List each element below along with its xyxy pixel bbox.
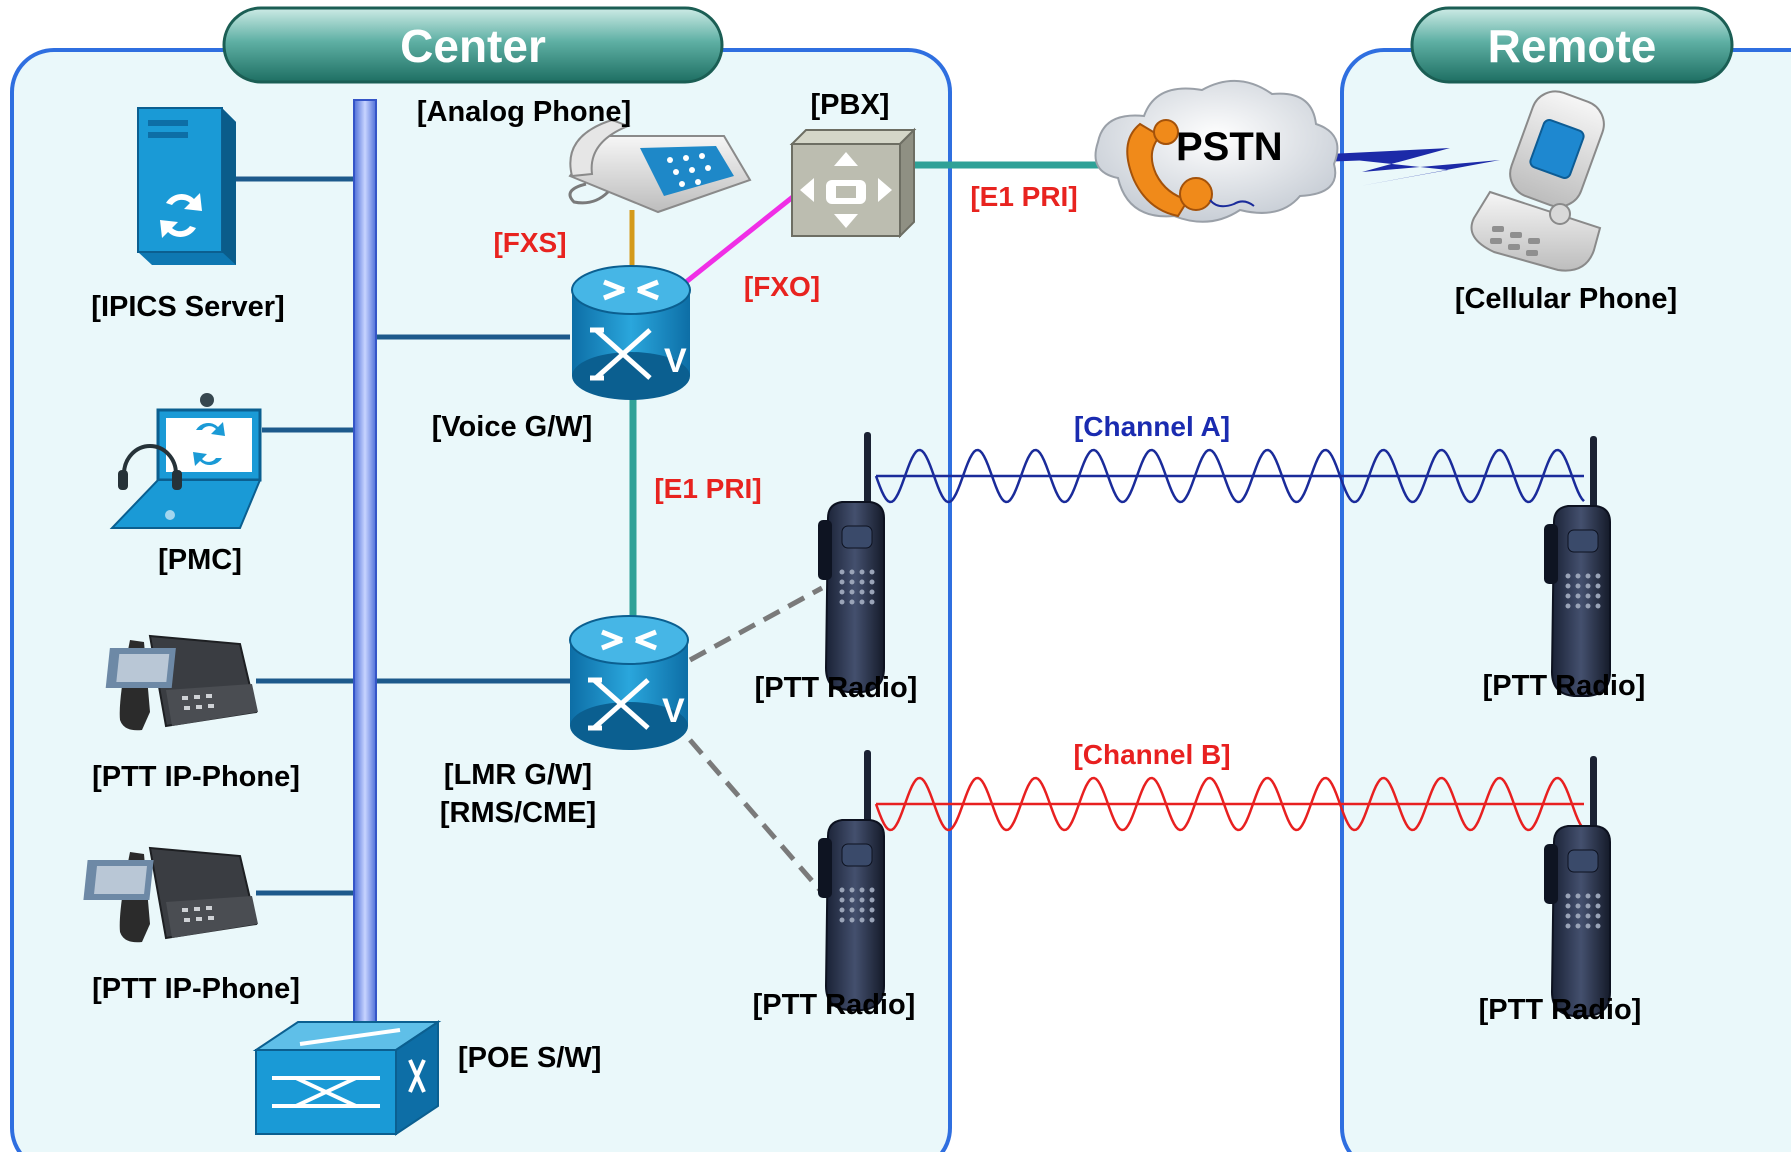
fxo-link [684, 194, 796, 284]
voice-gateway-icon: V [571, 265, 691, 400]
remote-title: Remote [1488, 20, 1657, 72]
pbx-label: [PBX] [811, 89, 890, 121]
remote-tab: Remote [1410, 6, 1734, 84]
ptt-radio-label-center-1: [PTT Radio] [755, 672, 918, 704]
pmc-label: [PMC] [158, 544, 242, 576]
ptt-radio-label-center-2: [PTT Radio] [753, 989, 916, 1021]
channel-a-label: [Channel A] [1074, 411, 1230, 442]
radio-dashed-links [688, 585, 824, 892]
lmr-gateway-icon: V [569, 615, 689, 750]
cellular-phone-icon [1470, 90, 1605, 272]
ptt-radio-icon-center-1 [818, 432, 885, 693]
svg-text:V: V [662, 692, 685, 730]
ipics-server-label: [IPICS Server] [91, 291, 284, 323]
lan-links [236, 176, 570, 896]
fxs-label: [FXS] [493, 227, 566, 258]
analog-phone-label: [Analog Phone] [417, 96, 631, 128]
channel-b-wave [874, 776, 1585, 832]
ip-phone-icon-1 [105, 634, 258, 731]
ptt-ip-phone-label-2: [PTT IP-Phone] [92, 973, 300, 1005]
ptt-radio-label-remote-2: [PTT Radio] [1479, 994, 1642, 1026]
lmr-gateway-label-2: [RMS/CME] [440, 797, 596, 829]
ipics-server-icon [137, 107, 236, 265]
pbx-icon [789, 127, 917, 239]
channel-a-wave [874, 448, 1585, 504]
voice-gateway-label: [Voice G/W] [432, 411, 593, 443]
center-tab: Center [222, 6, 724, 84]
ptt-radio-icon-remote-2 [1544, 756, 1611, 1017]
center-title: Center [400, 20, 546, 72]
poe-switch-label: [POE S/W] [458, 1042, 601, 1074]
e1-pri-label-gw: [E1 PRI] [654, 473, 761, 504]
ip-phone-icon-2 [83, 846, 258, 943]
ptt-radio-icon-remote-1 [1544, 436, 1611, 697]
pstn-cloud-icon: PSTN [1094, 79, 1339, 223]
svg-text:V: V [664, 342, 687, 380]
lan-backbone-bar [353, 99, 377, 1031]
cellular-phone-label: [Cellular Phone] [1455, 283, 1677, 315]
lmr-gateway-label-1: [LMR G/W] [444, 759, 592, 791]
pmc-laptop-icon [109, 393, 262, 529]
e1-pri-label-pstn: [E1 PRI] [970, 181, 1077, 212]
ptt-ip-phone-label-1: [PTT IP-Phone] [92, 761, 300, 793]
analog-phone-icon [568, 118, 752, 214]
ptt-radio-label-remote-1: [PTT Radio] [1483, 670, 1646, 702]
ptt-radio-icon-center-2 [818, 750, 885, 1011]
channel-b-label: [Channel B] [1073, 739, 1230, 770]
poe-switch-icon [252, 1020, 442, 1136]
fxo-label: [FXO] [744, 271, 820, 302]
pstn-label: PSTN [1176, 125, 1283, 169]
